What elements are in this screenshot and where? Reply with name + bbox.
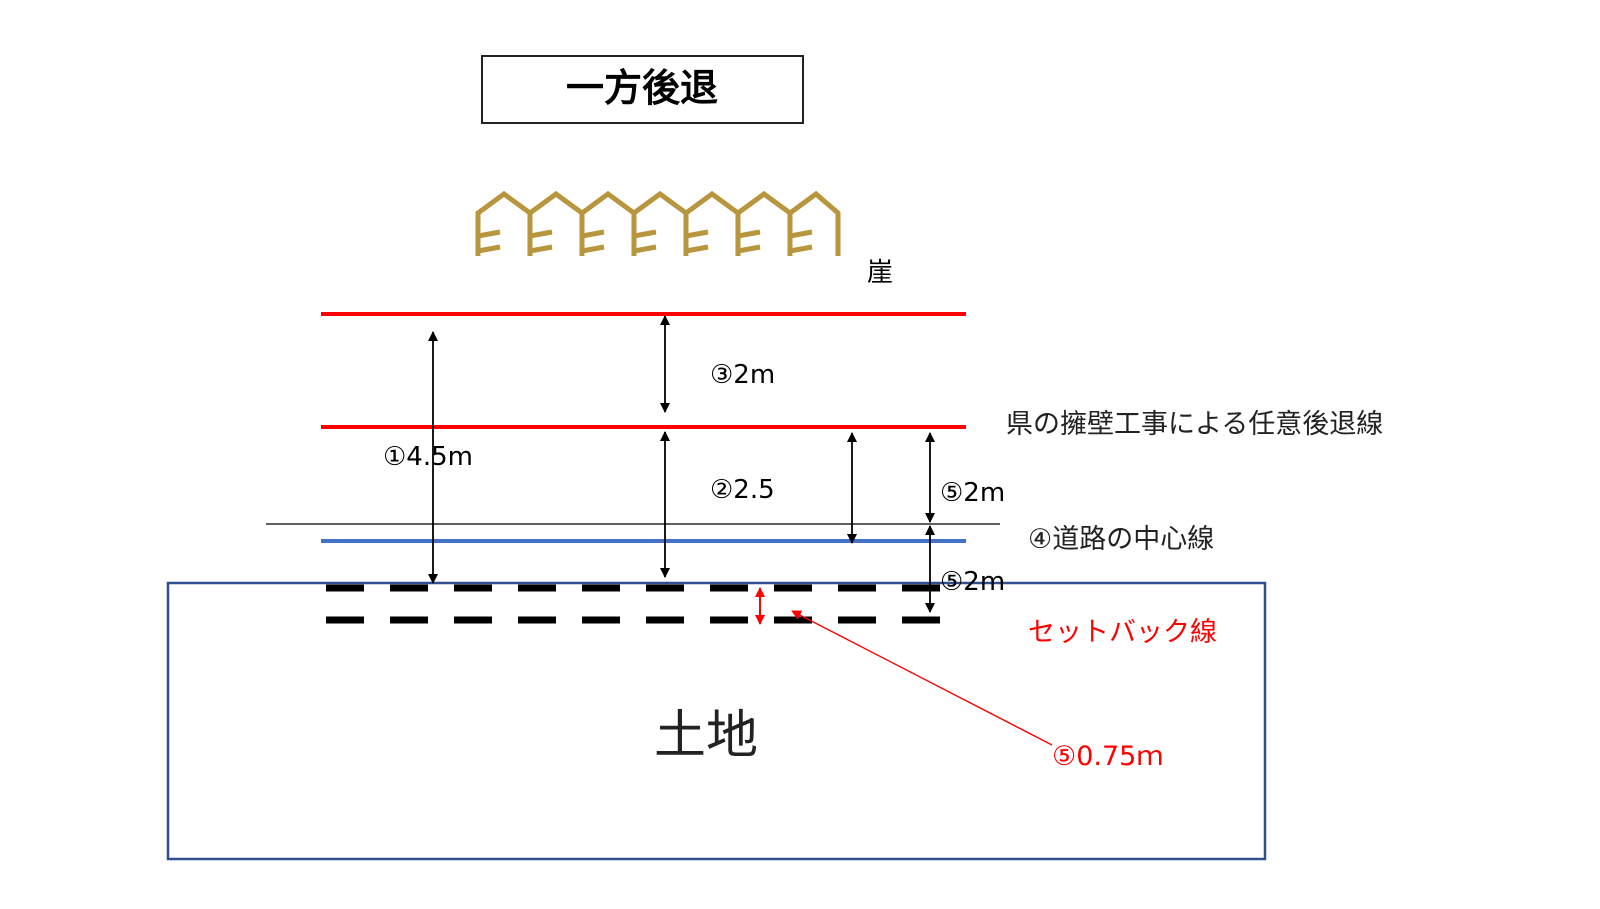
label-dim-5-small: ⑤0.75ｍ [1052,741,1163,772]
label-dim-3: ③2m [710,360,775,390]
label-dim-5-lower: ⑤2m [940,567,1005,597]
leader-line-small [791,610,1053,746]
label-dim-2: ②2.5 [710,475,775,505]
label-land: 土地 [654,706,758,766]
land-area [166,581,1267,861]
title-box: 一方後退 [481,55,804,124]
label-road-center: ④道路の中心線 [1028,524,1214,555]
cliff-label: 崖 [867,258,893,288]
label-setback-line: セットバック線 [1028,617,1217,648]
cliff-hatch-icon [475,190,841,256]
label-retreat-line: 県の擁壁工事による任意後退線 [1006,409,1383,440]
label-dim-5-upper: ⑤2m [940,478,1005,508]
label-dim-1: ①4.5m [383,442,473,472]
title-text: 一方後退 [566,66,718,110]
